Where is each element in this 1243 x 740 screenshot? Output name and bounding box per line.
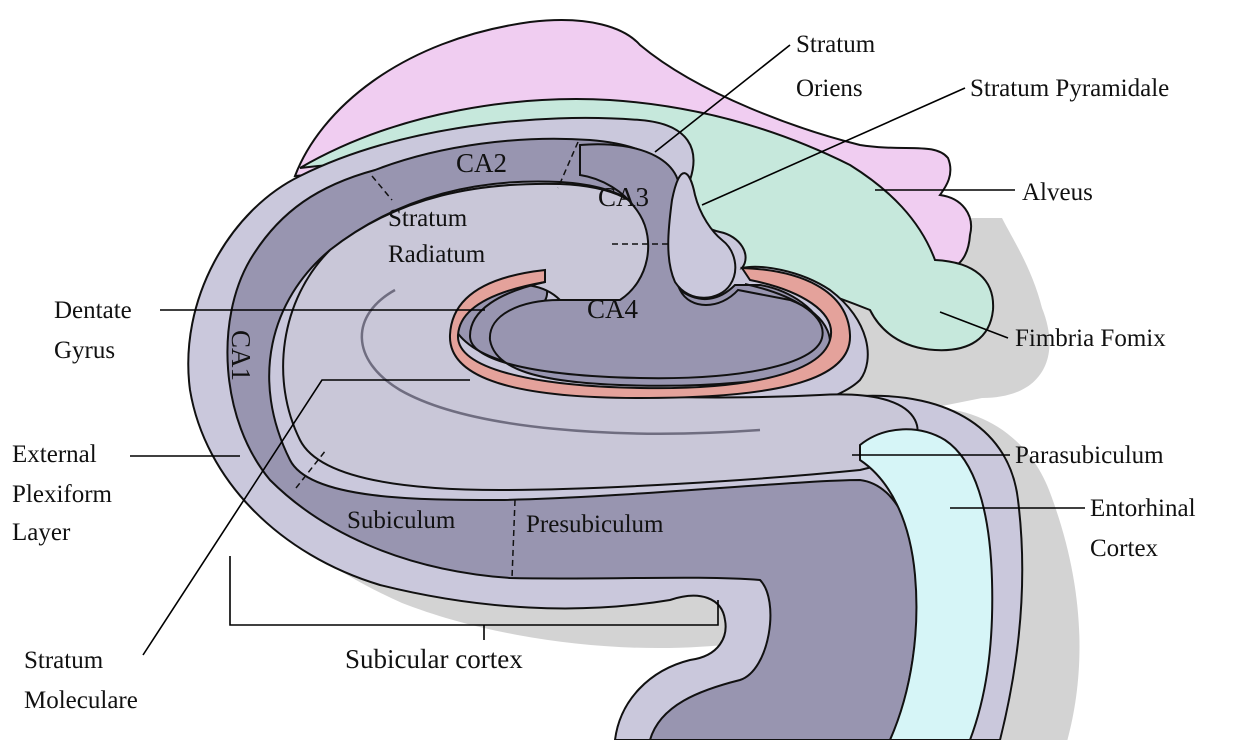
oriens-label-line1: Stratum [796,31,876,58]
parasubiculum-label: Parasubiculum [1015,442,1164,469]
subiculum-label: Subiculum [347,507,456,534]
subicular-cortex-label: Subicular cortex [345,644,523,674]
molecular-label-line2: Moleculare [24,687,138,714]
dentate-label-line1: Dentate [54,297,132,324]
external-label-line1: External [12,441,97,468]
molecular-label-line1: Stratum [24,647,104,674]
ca1-label: CA1 [226,330,256,381]
radiatum-label-line2: Radiatum [388,241,486,268]
alveus-label: Alveus [1022,179,1093,206]
entorhinal-label-line2: Cortex [1090,535,1159,562]
fimbria-label: Fimbria Fomix [1015,325,1166,352]
presubiculum-label: Presubiculum [526,511,664,538]
dentate-label-line2: Gyrus [54,337,115,364]
oriens-label-line2: Oriens [796,75,863,102]
entorhinal-label-line1: Entorhinal [1090,495,1196,522]
external-label-line2: Plexiform [12,481,113,508]
ca4-label: CA4 [587,294,639,324]
ca3-label: CA3 [598,182,649,212]
ca2-label: CA2 [456,148,507,178]
pyramidale-label: Stratum Pyramidale [970,75,1169,102]
radiatum-label-line1: Stratum [388,205,468,232]
external-label-line3: Layer [12,519,71,546]
